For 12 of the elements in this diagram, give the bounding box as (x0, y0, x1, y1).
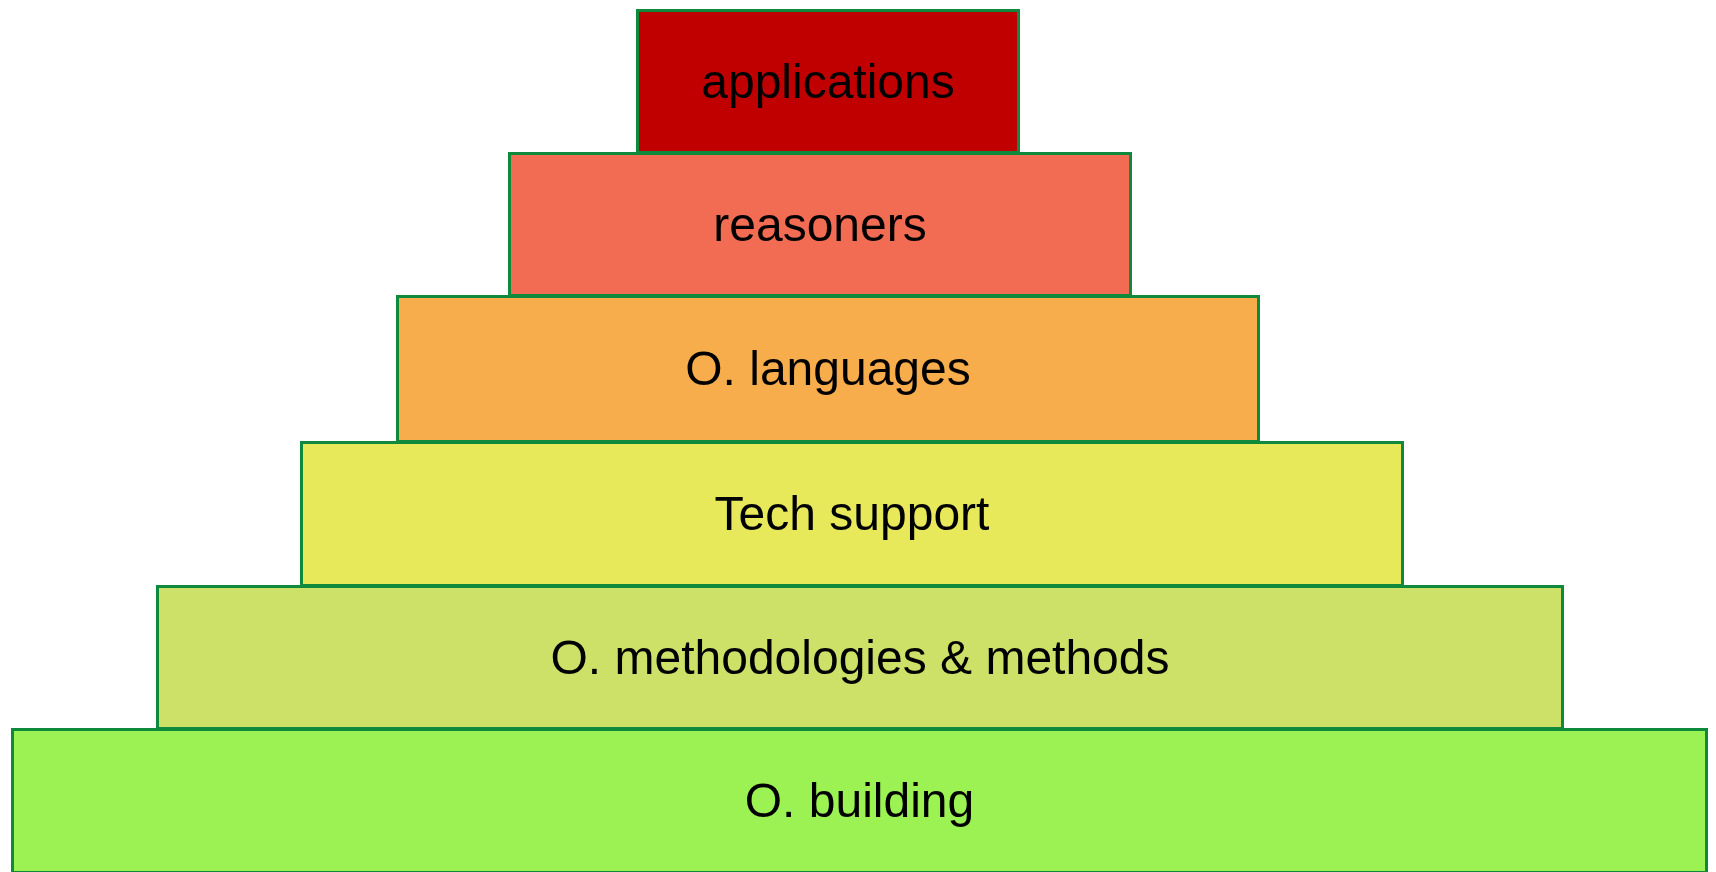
pyramid-layer (396, 295, 1260, 443)
layer-label: O. languages (685, 341, 971, 397)
layer-label: O. methodologies & methods (550, 629, 1170, 686)
pyramid-layer (11, 728, 1708, 872)
layer-label: Tech support (714, 486, 990, 542)
pyramid-layer (636, 9, 1020, 154)
pyramid-layer (508, 152, 1132, 297)
layer-label: reasoners (713, 196, 927, 253)
layer-label: applications (701, 53, 955, 110)
pyramid-layer (300, 441, 1404, 587)
layer-label: O. building (744, 773, 975, 829)
pyramid-layer (156, 585, 1564, 730)
